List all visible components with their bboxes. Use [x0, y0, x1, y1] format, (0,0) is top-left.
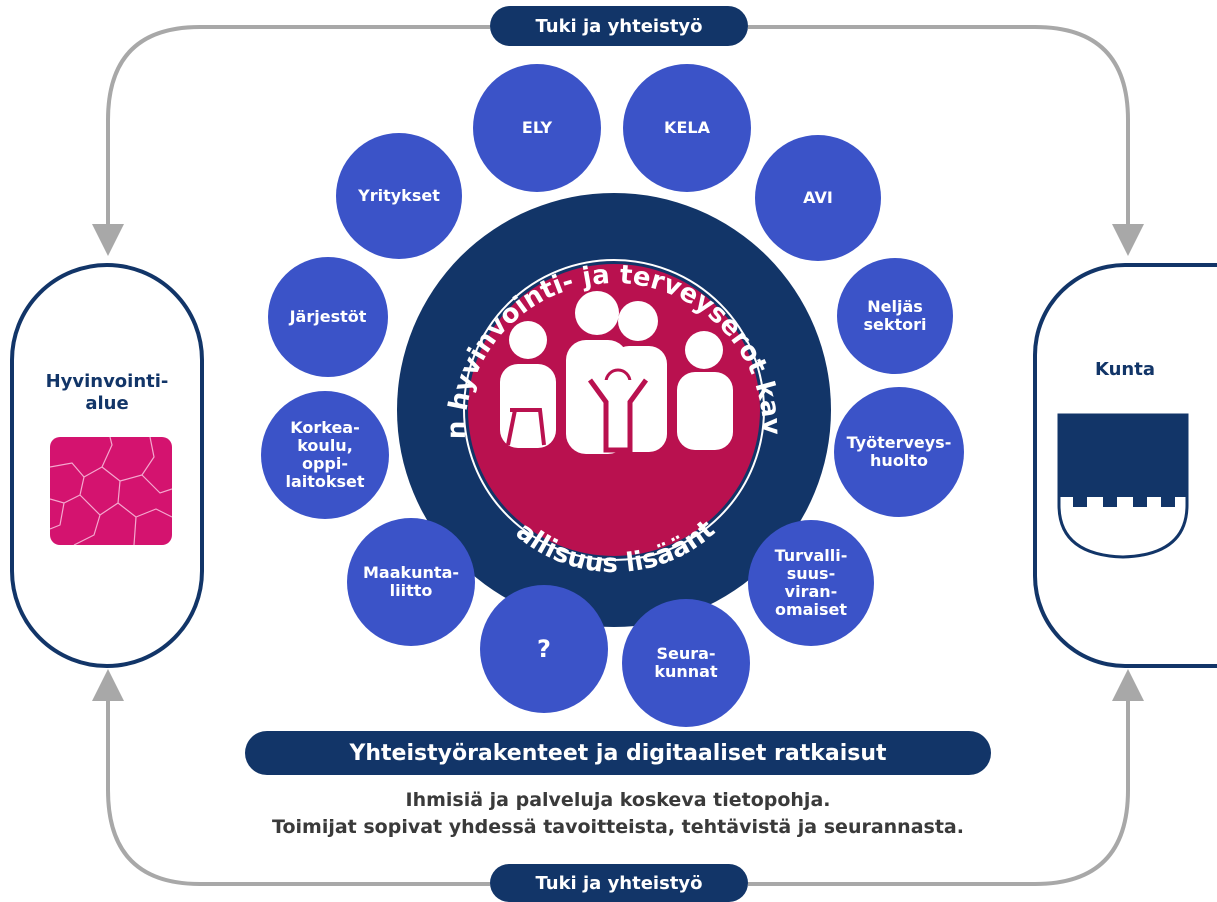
wellbeing-county-title: Hyvinvointi- alue [45, 371, 169, 414]
municipal-coat-of-arms-icon [1057, 413, 1189, 559]
actor-bubble: Neljäs sektori [837, 258, 953, 374]
region-map-icon [50, 437, 172, 545]
municipality-title: Kunta [1094, 359, 1155, 380]
actor-bubble: KELA [623, 64, 751, 192]
family-group-icon [500, 291, 733, 454]
actor-bubble: Yritykset [336, 133, 462, 259]
arrow-bottom-left [92, 669, 490, 886]
actor-bubble: Turvalli- suus- viran- omaiset [748, 520, 874, 646]
municipality-panel: Kunta [1033, 263, 1217, 668]
banner-collaboration-structures: Yhteistyörakenteet ja digitaaliset ratka… [245, 731, 991, 775]
support-pill-bottom: Tuki ja yhteistyö [490, 864, 748, 902]
arrow-top-left [92, 25, 490, 256]
ring-inner-stroke [463, 259, 765, 561]
actor-bubble: Seura- kunnat [622, 599, 750, 727]
actor-bubble: Järjestöt [268, 257, 388, 377]
info-line-2: Toimijat sopivat yhdessä tavoitteista, t… [272, 816, 964, 838]
support-pill-top: Tuki ja yhteistyö [490, 6, 748, 46]
actor-bubble: ELY [473, 64, 601, 192]
actor-bubble: AVI [755, 135, 881, 261]
info-line-1: Ihmisiä ja palveluja koskeva tietopohja. [405, 789, 831, 811]
wellbeing-county-panel: Hyvinvointi- alue [10, 263, 204, 668]
arrow-top-right [748, 25, 1144, 256]
actor-bubble: Työterveys- huolto [834, 387, 964, 517]
arrow-bottom-right [748, 669, 1144, 886]
actor-bubble: ? [480, 585, 608, 713]
actor-bubble: Maakunta- liitto [347, 518, 475, 646]
actor-bubble: Korkea- koulu, oppi- laitokset [261, 391, 389, 519]
